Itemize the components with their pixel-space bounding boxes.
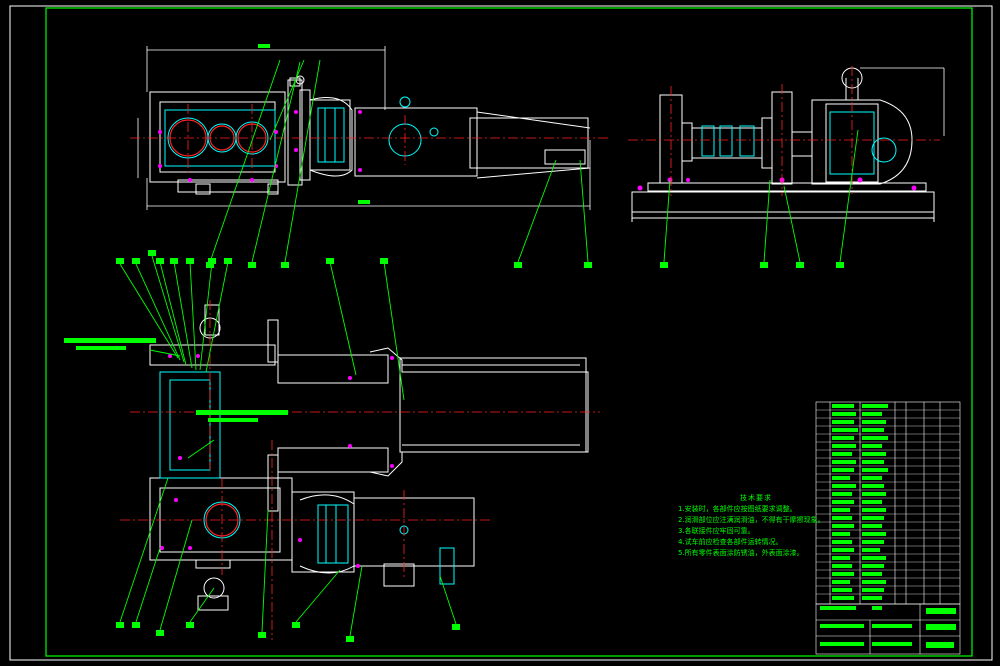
- drawing-frame: [9, 5, 993, 661]
- tech-note-line: 1.安装时，各部件应按图纸要求调整。: [678, 505, 797, 513]
- leader-lines: [119, 59, 859, 637]
- part-balloons: [64, 250, 844, 642]
- parts-list-table: [815, 401, 961, 655]
- plan-view: [120, 300, 600, 640]
- tech-note-line: 4.试车前应检查各部件运转情况。: [678, 538, 783, 546]
- tech-notes-title: 技术要求: [740, 494, 772, 502]
- tech-note-line: 3.各联接件应牢固可靠。: [678, 527, 755, 535]
- parts-list-rows: [816, 409, 960, 595]
- technical-requirements: 技术要求 1.安装时，各部件应按图纸要求调整。 2.润滑部位应注满润滑油，不得有…: [678, 493, 825, 559]
- tech-note-line: 5.所有零件表面涂防锈油，外表面涂漆。: [678, 549, 804, 557]
- side-elevation-view: [628, 66, 945, 222]
- front-elevation-view: [130, 44, 610, 210]
- parts-list-text-marks: [820, 404, 956, 648]
- tech-note-line: 2.润滑部位应注满润滑油，不得有干摩擦现象。: [678, 516, 825, 524]
